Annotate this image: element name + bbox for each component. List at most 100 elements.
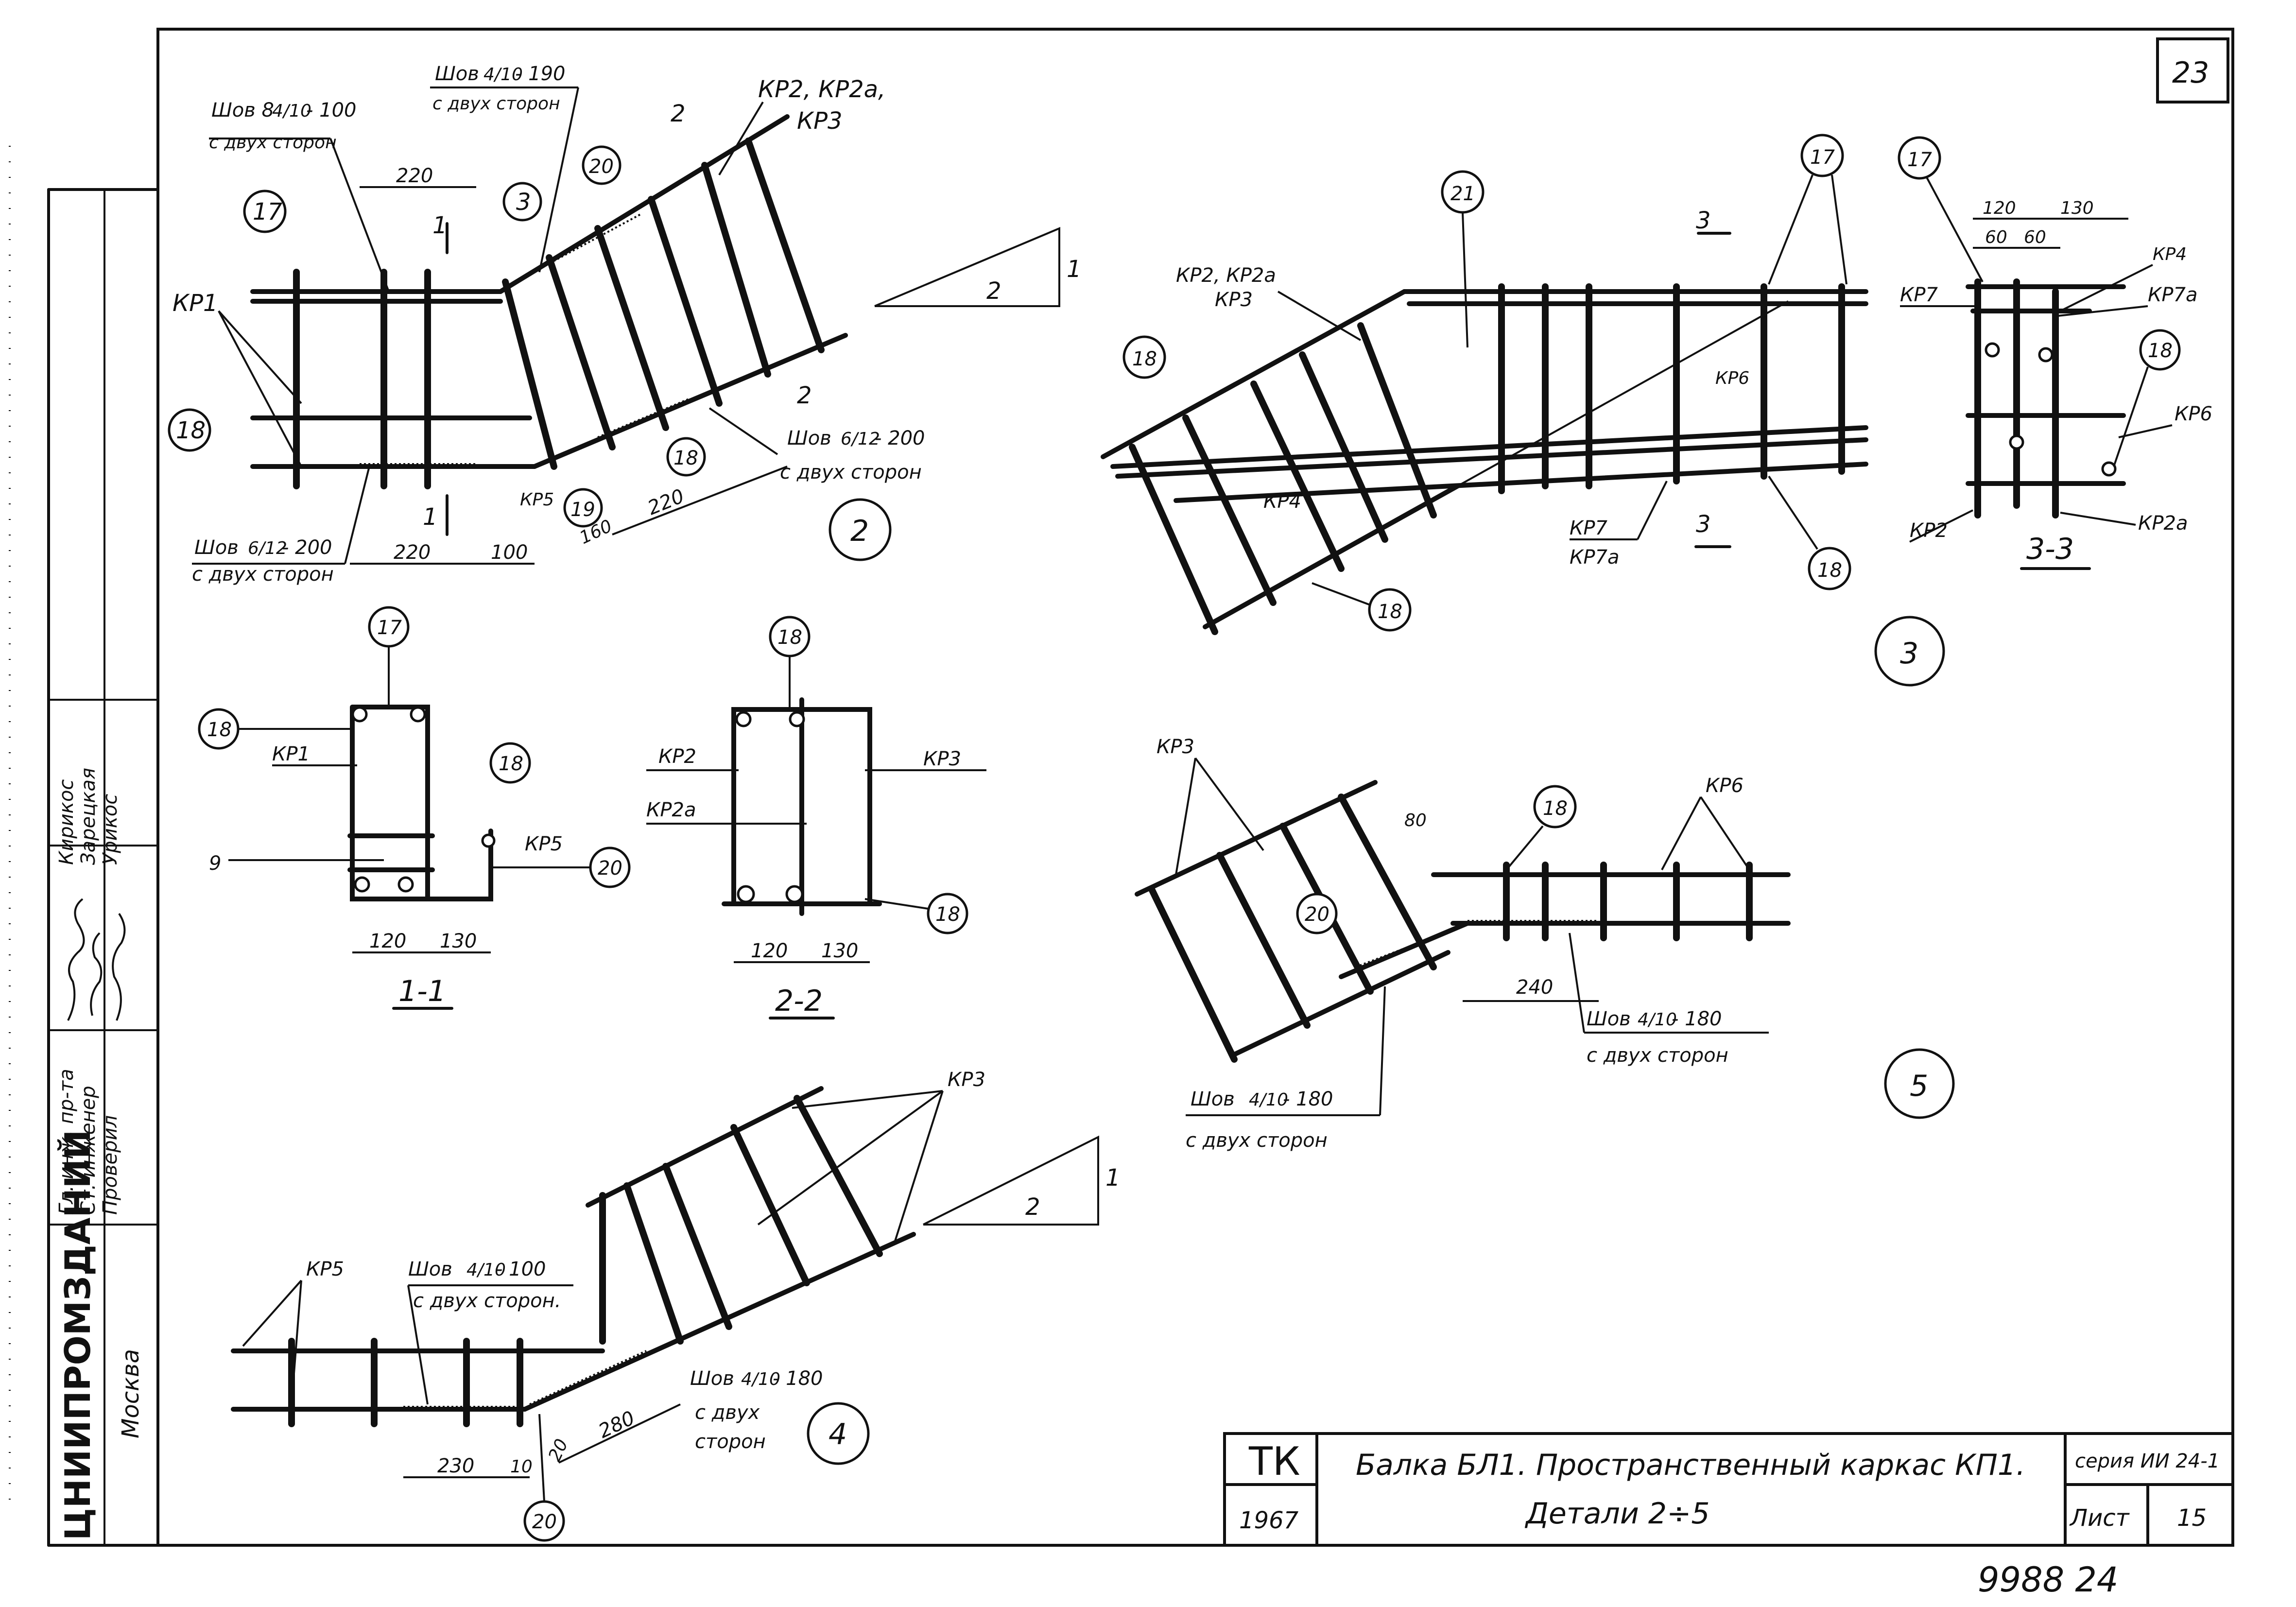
d5-incl-top [1135,780,1378,897]
d3-callout-18b [1368,588,1412,632]
d5-weld1-label: Шов [1587,1008,1631,1030]
role-gip: Гл. инж. пр-та [55,1069,78,1215]
d4-incl-stirrup-3 [730,1124,810,1286]
d4-weld1-note: с двух сторон. [413,1290,561,1312]
d4-detail-mark [807,1402,870,1465]
d4-detail-number: 4 [829,1417,847,1451]
d2-weld3-leader [708,407,778,455]
name-urikos: Урикос [99,794,121,865]
d3-callout-18c-label: 18 [1817,559,1842,582]
d2-callout-20 [582,145,621,185]
s11-callout-18b-label: 18 [499,753,523,775]
d2-slope-1: 1 [1067,256,1082,283]
d2-weld3-note: с двух сторон [780,461,922,484]
d4-weld1-len: - 100 [496,1258,546,1280]
d3-kp6: КР6 [1715,368,1749,388]
d4-slope-2: 2 [1025,1193,1040,1221]
d2-weld3-len: - 200 [875,427,925,449]
d2-detail-number: 2 [850,514,869,548]
section-2-2: 18 18 КР2 КР2а КР3 120 130 2-2 [646,616,986,1019]
d2-callout-20-label: 20 [589,156,614,178]
role-checker: Проверил [99,1115,121,1215]
d5-weld2-frac: 4/10 [1249,1090,1288,1110]
s11-rod-3 [354,876,370,893]
s33-dim-130: 130 [2060,198,2094,218]
d4-dim-230: 230 [437,1455,474,1477]
role-senior-engineer: Ст. инженер [77,1086,100,1215]
detail-2: 1 2 1 1 2 2 КР1 КР2, КР2а, КР3 КР5 17 18… [168,63,1082,586]
d2-weld2-frac: 4/10 [483,65,523,85]
d3-callout-18c [1808,547,1851,590]
d2-kp2: КР2, КР2а, [758,76,885,103]
s11-rod-5 [481,833,496,848]
d4-kp5-leader-1 [242,1279,302,1347]
d2-weld1-label: Шов 8 [211,99,274,121]
s22-callout-18-label: 18 [777,626,802,649]
s33-kp7a-line [2057,305,2148,317]
detail-4: 1 2 КР5 КР3 Шов 4/10 - 100 с двух сторон… [231,1069,1121,1542]
d2-incl-stirrup-2 [546,254,616,450]
s33-kp2a-line [2060,512,2136,526]
d4-kp3-leader-3 [893,1090,944,1244]
detail-3: КР2, КР2а КР3 КР4 КР6 КР7 КР7а 21 17 18 … [1101,134,1945,687]
s33-callout-17-label: 17 [1907,149,1932,171]
d3-kp7-leader [1637,481,1668,540]
d2-weld1-frac: 4/10 [272,101,311,121]
d4-weld2-note2: сторон [695,1431,766,1453]
d2-kp5: КР5 [520,490,554,510]
d4-incl-bottom [522,1232,916,1412]
d2-callout-19-label: 19 [570,499,595,521]
d2-callout-18b [666,437,706,477]
d3-leader-18b [1312,582,1371,606]
signature-2 [90,932,103,1016]
d2-callout-17 [243,190,287,233]
s33-callout-18-label: 18 [2148,340,2173,362]
d2-sec2b-label: 2 [797,382,812,409]
d5-incl-bottom [1232,950,1450,1057]
d5-weld1-leader [1569,933,1585,1033]
left-sidebar: Гл. инж. пр-та Ст. инженер Проверил Кири… [9,146,158,1545]
d5-kp3: КР3 [1157,736,1194,758]
d3-callout-18 [1122,335,1166,379]
d3-sec3-top: 3 [1696,207,1711,234]
d5-weld-1 [1355,927,1458,968]
s33-kp6: КР6 [2175,403,2212,425]
s33-rod-1 [1985,342,2000,358]
d5-leader-18 [1505,825,1544,871]
s33-kp4-line [2060,264,2153,312]
s22-callout-18b [927,893,968,934]
stamp-tk: ТК [1248,1439,1300,1484]
d5-weld2-len: - 180 [1283,1088,1333,1110]
d2-kp1: КР1 [173,290,218,317]
d2-weld-seam-4 [597,397,691,438]
d2-weld4-len: - 200 [282,536,332,559]
s22-kp3: КР3 [923,748,961,770]
d4-slope-1: 1 [1105,1164,1121,1192]
detail-5: КР3 КР6 18 20 80 240 Шов 4/10 - 180 с дв… [1135,736,1955,1152]
s11-dim-130: 130 [440,930,477,952]
signature-1 [67,898,85,1021]
d3-leader-18c [1768,475,1818,550]
d2-weld3-frac: 6/12 [841,429,880,449]
s22-kp2a: КР2а [646,799,696,821]
sheet-frame [47,28,2234,1547]
d4-dim-10: 10 [510,1457,533,1477]
d2-kp3: КР3 [797,107,843,135]
d2-incl-stirrup-6 [745,138,825,353]
section-1-1: 17 18 18 20 КР1 КР5 9 120 130 1-1 [198,606,631,1010]
d4-weld2-label: Шов [690,1367,734,1390]
sheet-title-line2: Детали 2÷5 [1524,1497,1710,1531]
sheet-title-line1: Балка БЛ1. Пространственный каркас КП1. [1356,1448,2025,1482]
d2-incl-stirrup-4 [648,196,723,407]
d2-callout-3-label: 3 [516,189,531,216]
s11-dim-120: 120 [369,930,406,952]
d3-kp2-leader [1277,291,1362,341]
d3-incl-stirrup-5 [1357,322,1437,518]
d2-weld4-frac: 6/12 [248,538,287,558]
s33-rod-2 [2038,347,2054,363]
d2-callout-3 [502,182,542,222]
d5-detail-number: 5 [1910,1069,1928,1103]
stamp-year: 1967 [1239,1507,1299,1534]
d5-weld1-frac: 4/10 [1638,1010,1677,1030]
d4-kp3-leader-1 [792,1090,943,1109]
